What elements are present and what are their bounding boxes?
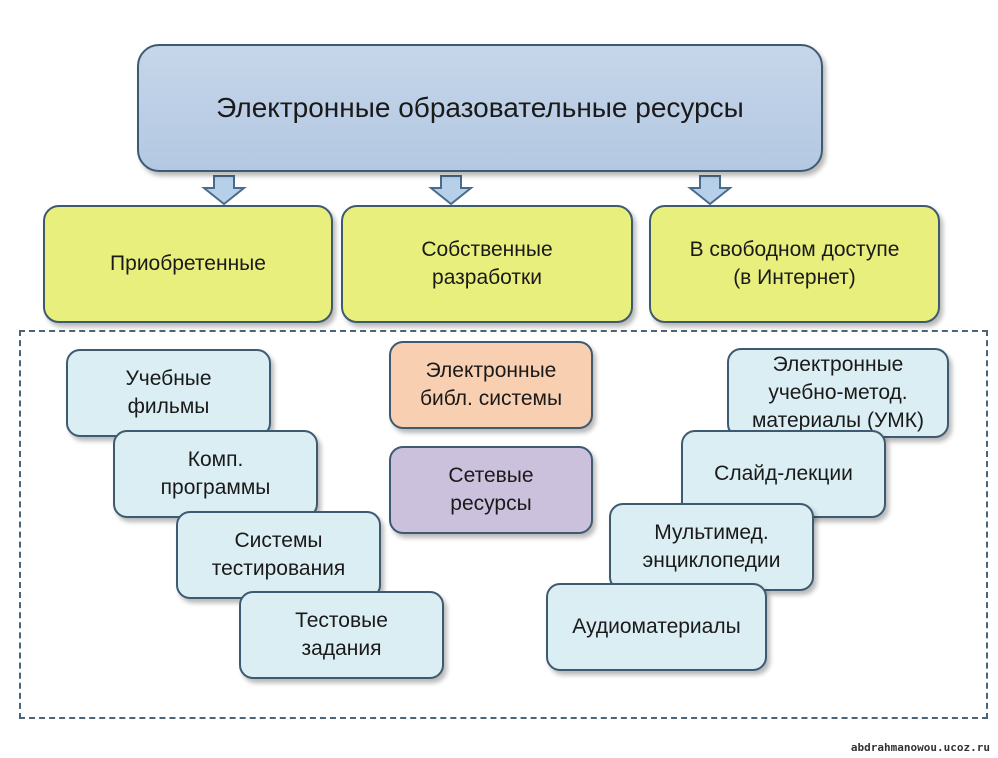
item-testing-line-1: Системы [234, 529, 323, 553]
item-network-line-1: Сетевые [448, 464, 534, 488]
item-electronic-library-systems: Электронные библ. системы [389, 341, 593, 429]
item-programs-line-2: программы [160, 476, 271, 499]
category-acquired-line: Приобретенные [110, 252, 266, 276]
arrow-down-right-icon [687, 175, 733, 206]
category-acquired: Приобретенные [43, 205, 333, 323]
category-own-developments: Собственные разработки [341, 205, 633, 323]
item-library-line-2: библ. системы [419, 387, 563, 410]
item-slides-line-1: Слайд-лекции [714, 462, 853, 486]
item-films-line-1: Учебные [125, 367, 212, 391]
item-umk-line-1: Электронные [772, 353, 904, 377]
arrow-down-center-icon [428, 175, 474, 206]
item-testing-systems: Системы тестирования [176, 511, 381, 599]
category-free-line-2: (в Интернет) [733, 266, 856, 289]
item-films-line-2: фильмы [127, 395, 210, 418]
item-multimedia-encyclopedias: Мультимед. энциклопедии [609, 503, 814, 591]
category-free-line-1: В свободном доступе [689, 238, 900, 262]
item-umk-line-2: учебно-метод. [768, 381, 908, 405]
category-free-access: В свободном доступе (в Интернет) [649, 205, 940, 323]
resources-group-frame [19, 330, 988, 719]
item-programs-line-1: Комп. [187, 448, 244, 472]
title-text: Электронные образовательные ресурсы [216, 91, 744, 123]
item-multimedia-line-1: Мультимед. [654, 521, 769, 545]
item-test-tasks: Тестовые задания [239, 591, 444, 679]
item-testing-line-2: тестирования [211, 557, 346, 580]
title-box: Электронные образовательные ресурсы [137, 44, 823, 172]
category-own-line-2: разработки [432, 266, 542, 289]
item-multimedia-line-2: энциклопедии [642, 549, 781, 572]
item-network-line-2: ресурсы [450, 492, 532, 515]
item-audio-line-1: Аудиоматериалы [572, 615, 741, 639]
item-educational-films: Учебные фильмы [66, 349, 271, 437]
category-own-line-1: Собственные [421, 238, 553, 262]
item-computer-programs: Комп. программы [113, 430, 318, 518]
item-audio-materials: Аудиоматериалы [546, 583, 767, 671]
item-tasks-line-1: Тестовые [295, 609, 388, 633]
item-tasks-line-2: задания [301, 637, 382, 660]
arrow-down-left-icon [201, 175, 247, 206]
item-umk-line-3: материалы (УМК) [751, 408, 925, 432]
item-library-line-1: Электронные [425, 359, 557, 383]
item-network-resources: Сетевые ресурсы [389, 446, 593, 534]
item-teaching-materials: Электронные учебно-метод. материалы (УМК… [727, 348, 949, 438]
watermark: abdrahmanowou.ucoz.ru [850, 741, 990, 754]
